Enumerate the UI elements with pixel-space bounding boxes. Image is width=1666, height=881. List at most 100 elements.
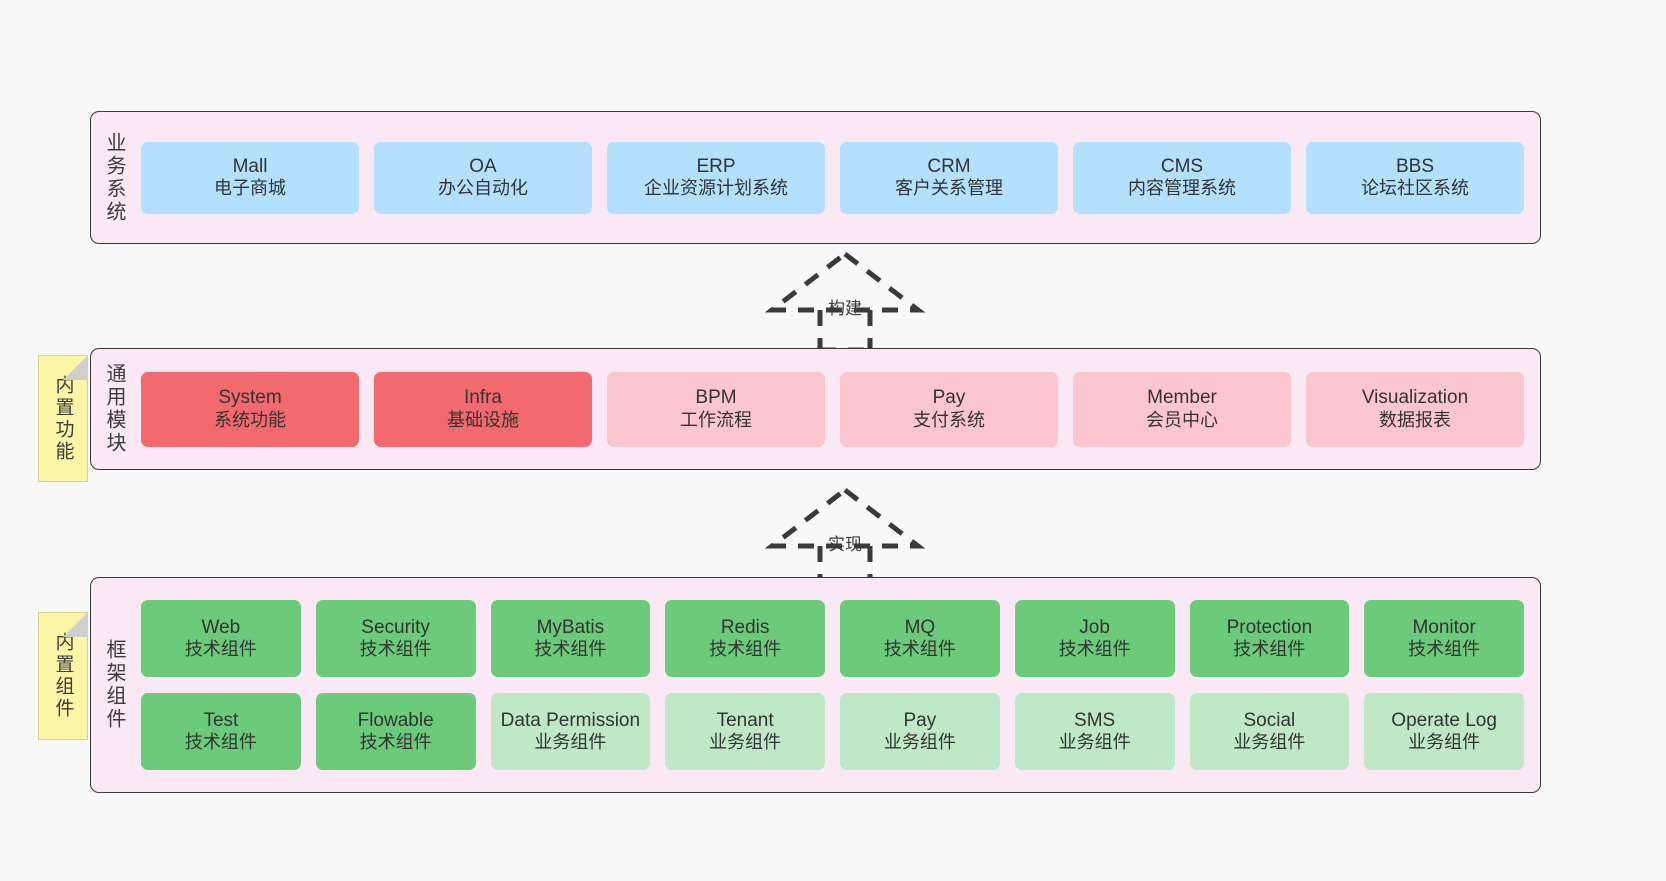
connector-build: 构建 [750, 250, 940, 353]
module-card-desc: 电子商城 [214, 178, 286, 199]
note-built-in-features: 内置功能 [38, 355, 88, 482]
connector-build-label: 构建 [828, 299, 862, 318]
module-card-name: Monitor [1412, 616, 1476, 638]
module-card-desc: 业务组件 [1058, 732, 1131, 753]
module-card-desc: 系统功能 [214, 409, 286, 430]
module-card-name: SMS [1074, 709, 1116, 731]
module-card-name: Mall [232, 155, 268, 177]
module-card-desc: 技术组件 [1233, 639, 1306, 660]
module-card-name: MyBatis [536, 616, 605, 638]
module-card-desc: 技术组件 [1058, 639, 1131, 660]
module-card-name: Protection [1226, 616, 1313, 638]
module-card-desc: 内容管理系统 [1128, 178, 1236, 199]
module-card-name: Pay [932, 387, 966, 409]
module-card-name: BBS [1395, 155, 1435, 177]
module-card-name: Operate Log [1391, 709, 1497, 731]
module-card-desc: 业务组件 [709, 732, 782, 753]
connector-implement-label: 实现 [828, 535, 862, 554]
module-card-name: Tenant [716, 709, 774, 731]
module-card-name: Security [361, 616, 430, 638]
module-card-name: BPM [695, 387, 737, 409]
layer-title-common: 通用模块 [103, 363, 125, 455]
module-card-desc: 技术组件 [883, 639, 956, 660]
module-card-desc: 工作流程 [680, 409, 752, 430]
module-card-desc: 技术组件 [359, 639, 432, 660]
module-card-name: Web [201, 616, 241, 638]
module-card-name: Redis [720, 616, 770, 638]
module-card-name: Infra [463, 387, 503, 409]
module-card-name: Pay [903, 709, 937, 731]
module-card-desc: 技术组件 [709, 639, 782, 660]
module-card-name: Visualization [1361, 387, 1469, 409]
module-card-desc: 技术组件 [534, 639, 607, 660]
module-card-name: Flowable [357, 709, 434, 731]
module-card-desc: 基础设施 [447, 409, 519, 430]
module-card-desc: 业务组件 [1408, 732, 1481, 753]
module-card-name: Member [1147, 387, 1217, 409]
module-card-desc: 业务组件 [1233, 732, 1306, 753]
build-arrow-shaft [817, 310, 873, 352]
module-card-desc: 客户关系管理 [895, 178, 1003, 199]
module-card-name: OA [469, 155, 497, 177]
module-card-name: System [218, 387, 282, 409]
module-card-name: Test [203, 709, 239, 731]
module-card-desc: 论坛社区系统 [1361, 178, 1469, 199]
note-built-in-components: 内置组件 [38, 612, 88, 740]
module-card-name: CMS [1160, 155, 1204, 177]
module-card-name: Social [1243, 709, 1296, 731]
module-card-desc: 技术组件 [1408, 639, 1481, 660]
module-card-desc: 支付系统 [913, 409, 985, 430]
module-card-name: CRM [927, 155, 971, 177]
module-card-name: MQ [904, 616, 936, 638]
module-card-desc: 数据报表 [1379, 409, 1451, 430]
implement-arrow-head [764, 486, 926, 549]
module-card-desc: 技术组件 [359, 732, 432, 753]
module-card-desc: 业务组件 [534, 732, 607, 753]
module-card-desc: 技术组件 [184, 639, 257, 660]
module-card-desc: 会员中心 [1146, 409, 1218, 430]
layer-title-business: 业务系统 [103, 131, 125, 224]
build-arrow-head [764, 250, 926, 313]
layer-title-framework: 框架组件 [103, 639, 125, 731]
module-card-desc: 技术组件 [184, 732, 257, 753]
